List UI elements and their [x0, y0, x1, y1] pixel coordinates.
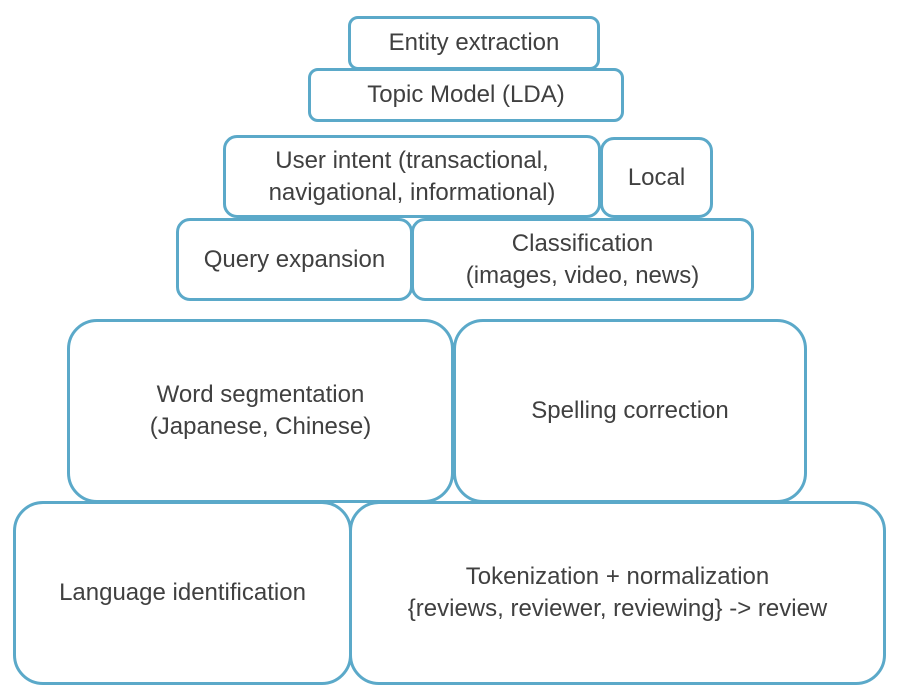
box-query-expansion: Query expansion — [176, 218, 413, 301]
box-label: Language identification — [59, 579, 306, 606]
box-label: Word segmentation (Japanese, Chinese) — [149, 381, 372, 440]
box-label: Classification (images, video, news) — [465, 229, 700, 289]
box-label: Local — [627, 163, 686, 191]
box-classification: Classification (images, video, news) — [411, 218, 754, 301]
box-label: Tokenization + normalization {reviews, r… — [407, 563, 828, 622]
box-label: Query expansion — [203, 245, 386, 273]
box-label: Entity extraction — [388, 29, 560, 56]
box-local: Local — [600, 137, 713, 218]
box-label: Spelling correction — [531, 397, 729, 424]
box-entity-extraction: Entity extraction — [348, 16, 600, 70]
box-tokenization: Tokenization + normalization {reviews, r… — [349, 501, 886, 685]
box-topic-model: Topic Model (LDA) — [308, 68, 624, 122]
box-language-identification: Language identification — [13, 501, 352, 685]
box-label: User intent (transactional, navigational… — [268, 146, 556, 206]
box-user-intent: User intent (transactional, navigational… — [223, 135, 601, 218]
box-word-segmentation: Word segmentation (Japanese, Chinese) — [67, 319, 454, 503]
box-spelling-correction: Spelling correction — [453, 319, 807, 503]
box-label: Topic Model (LDA) — [367, 81, 565, 108]
